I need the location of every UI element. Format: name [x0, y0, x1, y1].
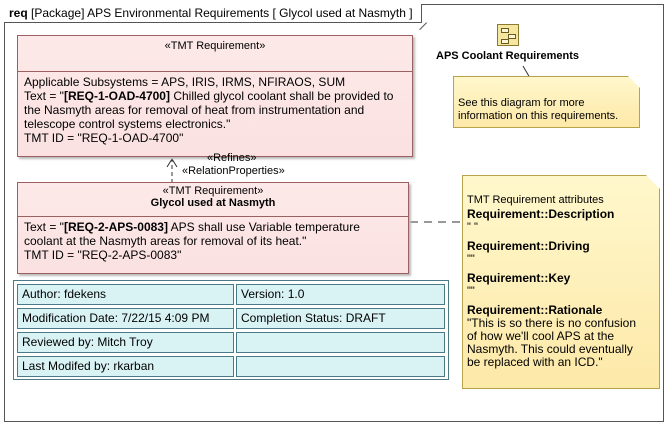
- table-cell-modification-date[interactable]: Modification Date: 7/22/15 4:09 PM: [17, 308, 234, 329]
- attribute-key-label: Requirement::Key: [467, 271, 571, 285]
- frame-title: [Package] APS Environmental Requirements…: [31, 6, 413, 20]
- note-text-line: information on this requirements.: [458, 110, 619, 122]
- table-cell-author[interactable]: Author: fdekens: [17, 284, 234, 305]
- requirement-tmt-id: TMT ID = "REQ-1-OAD-4700": [24, 131, 184, 145]
- frame-keyword: req: [9, 6, 28, 20]
- table-cell-empty[interactable]: [236, 332, 445, 353]
- diagram-icon[interactable]: [497, 24, 519, 46]
- attribute-description-value: " ": [467, 221, 478, 233]
- attribute-driving-value: "": [467, 253, 475, 265]
- diagram-link-note: See this diagram for more information on…: [453, 76, 640, 128]
- attribute-description-label: Requirement::Description: [467, 207, 615, 221]
- requirement-attributes-note: TMT Requirement attributes Requirement::…: [462, 175, 660, 389]
- attribute-rationale-value: "This is so there is no confusion of how…: [467, 316, 637, 369]
- note-text-line: See this diagram for more: [458, 97, 585, 109]
- attribute-driving-label: Requirement::Driving: [467, 239, 590, 253]
- table-cell-reviewed-by[interactable]: Reviewed by: Mitch Troy: [17, 332, 234, 353]
- requirement-text-line: the Nasmyth areas for removal of heat fr…: [24, 103, 365, 117]
- requirement-id: [REQ-2-APS-0083]: [63, 220, 168, 234]
- requirement-text: Text = "[REQ-2-APS-0083] APS shall use V…: [24, 220, 360, 234]
- note-title: TMT Requirement attributes: [467, 194, 604, 206]
- requirement-header: «TMT Requirement» Glycol used at Nasmyth: [18, 183, 408, 217]
- requirement-stereotype: «TMT Requirement»: [164, 40, 266, 52]
- diagram-link-label[interactable]: APS Coolant Requirements: [436, 50, 580, 62]
- requirement-header: «TMT Requirement»: [18, 36, 412, 72]
- requirement-glycol-used-at-nasmyth[interactable]: «TMT Requirement» Glycol used at Nasmyth…: [17, 182, 409, 274]
- requirement-text-line: coolant at the Nasmyth areas for removal…: [24, 234, 307, 248]
- table-cell-version[interactable]: Version: 1.0: [236, 284, 445, 305]
- requirement-body: Text = "[REQ-2-APS-0083] APS shall use V…: [18, 217, 408, 265]
- requirement-tmt-id: TMT ID = "REQ-2-APS-0083": [24, 248, 182, 262]
- table-cell-completion-status[interactable]: Completion Status: DRAFT: [236, 308, 445, 329]
- requirement-subsystems: Applicable Subsystems = APS, IRIS, IRMS,…: [24, 75, 346, 89]
- frame-title-tab: req [Package] APS Environmental Requirem…: [4, 4, 422, 23]
- attribute-key-value: "": [467, 285, 475, 297]
- table-cell-empty[interactable]: [236, 356, 445, 377]
- requirement-text: Text = "[REQ-1-OAD-4700] Chilled glycol …: [24, 89, 394, 103]
- attribute-rationale-label: Requirement::Rationale: [467, 303, 603, 317]
- requirement-text-line: telescope control systems electronics.": [24, 117, 231, 131]
- relation-properties-label: «RelationProperties»: [182, 165, 285, 177]
- requirement-stereotype: «TMT Requirement»: [162, 185, 264, 197]
- requirement-body: Applicable Subsystems = APS, IRIS, IRMS,…: [18, 72, 412, 148]
- refines-arrowhead: [166, 158, 178, 168]
- requirement-name: Glycol used at Nasmyth: [150, 197, 276, 209]
- table-cell-last-modified-by[interactable]: Last Modifed by: rkarban: [17, 356, 234, 377]
- requirement-id: [REQ-1-OAD-4700]: [63, 89, 170, 103]
- requirement-req-1-oad-4700[interactable]: «TMT Requirement» Applicable Subsystems …: [17, 35, 413, 157]
- relation-refines-label: «Refines»: [207, 152, 257, 164]
